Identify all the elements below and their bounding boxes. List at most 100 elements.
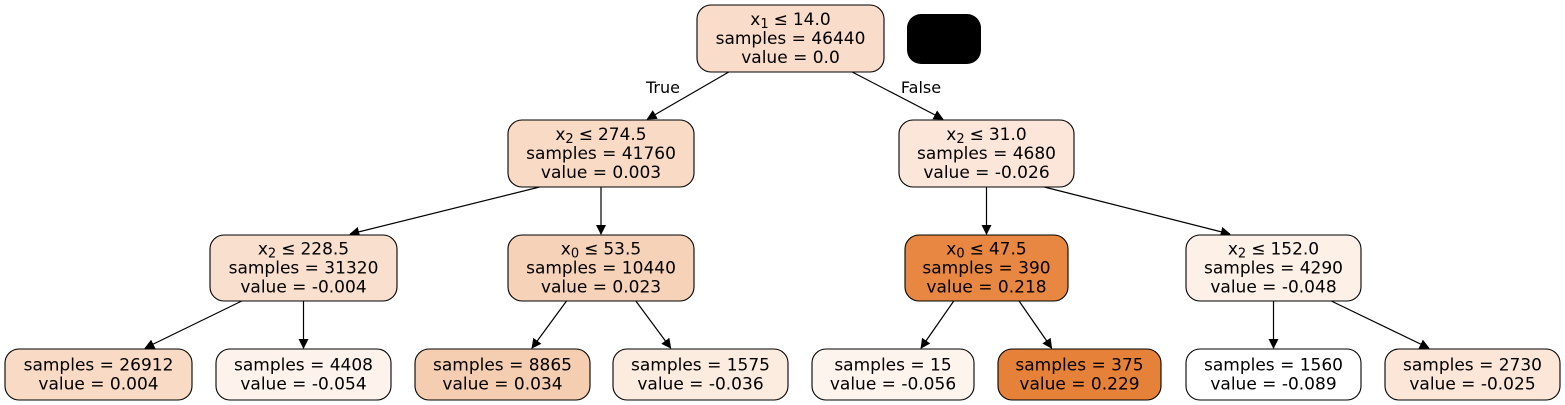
node-samples: samples = 1575 (631, 356, 770, 376)
split-variable-subscript: 2 (565, 132, 573, 147)
node-box (898, 119, 1075, 188)
edge-arrow (1018, 300, 1053, 349)
split-variable: x (750, 10, 760, 30)
split-threshold: 31.0 (989, 125, 1027, 145)
node-samples: samples = 26912 (24, 356, 174, 376)
split-condition: x0 ≤47.5 (946, 240, 1026, 262)
node-value: value = 0.023 (541, 278, 661, 298)
node-value: value = 0.229 (1019, 375, 1139, 395)
node-box (414, 348, 591, 401)
node-value: value = -0.036 (637, 375, 763, 395)
node-value: value = 0.003 (541, 163, 661, 183)
node-box (507, 234, 695, 302)
edge-n5-n11 (920, 300, 955, 349)
node-box (811, 348, 975, 401)
node-value: value = -0.048 (1210, 278, 1336, 298)
split-operator: ≤ (970, 125, 984, 145)
edge-label: True (645, 78, 680, 97)
node-value: value = -0.025 (1409, 375, 1535, 395)
split-variable-subscript: 1 (760, 17, 768, 32)
node-samples: samples = 4290 (1204, 259, 1343, 279)
node-samples: samples = 41760 (526, 144, 676, 164)
node-samples: samples = 1560 (1204, 356, 1343, 376)
edge-n5-n12 (1018, 300, 1053, 349)
edge-n3-n7 (144, 300, 243, 349)
edge-n0-n1: True (645, 71, 730, 120)
edge-n4-n9 (531, 300, 568, 349)
split-operator: ≤ (774, 10, 788, 30)
split-variable: x (555, 125, 565, 145)
node-box (997, 348, 1162, 401)
edge-n4-n10 (635, 300, 672, 349)
split-threshold: 152.0 (1270, 240, 1319, 260)
split-operator: ≤ (1251, 240, 1265, 260)
edge-arrow (1330, 300, 1430, 349)
split-condition: x2 ≤274.5 (555, 125, 646, 147)
node-value: value = -0.056 (830, 375, 956, 395)
edge-arrow (531, 300, 568, 349)
split-variable-subscript: 2 (268, 247, 276, 262)
split-condition: x1 ≤14.0 (750, 10, 830, 32)
edge-label: False (901, 78, 941, 97)
split-threshold: 53.5 (603, 240, 641, 260)
node-box (612, 348, 789, 401)
node-value: value = -0.089 (1210, 375, 1336, 395)
split-threshold: 228.5 (300, 240, 349, 260)
edge-n1-n3 (349, 186, 540, 237)
edge-arrow (851, 71, 944, 120)
node-samples: samples = 10440 (526, 259, 676, 279)
node-samples: samples = 4408 (234, 356, 373, 376)
node-samples: samples = 8865 (433, 356, 572, 376)
split-variable: x (946, 125, 956, 145)
split-variable-subscript: 0 (571, 247, 579, 262)
split-variable: x (946, 240, 956, 260)
node-box (904, 234, 1069, 302)
split-variable-subscript: 0 (956, 247, 964, 262)
edge-n6-n14 (1330, 300, 1430, 349)
split-operator: ≤ (579, 125, 593, 145)
split-variable-subscript: 2 (956, 132, 964, 147)
split-operator: ≤ (584, 240, 598, 260)
split-variable: x (561, 240, 571, 260)
node-box (1185, 234, 1362, 302)
split-variable-subscript: 2 (1238, 247, 1246, 262)
split-threshold: 14.0 (793, 10, 831, 30)
node-samples: samples = 15 (834, 356, 951, 376)
split-threshold: 274.5 (598, 125, 647, 145)
node-box (209, 234, 398, 302)
edge-arrow (349, 186, 540, 237)
node-value: value = 0.218 (926, 278, 1046, 298)
node-box (696, 4, 885, 73)
edge-arrow (920, 300, 955, 349)
node-samples: samples = 4680 (917, 144, 1056, 164)
edge-arrow (1044, 186, 1231, 237)
split-condition: x0 ≤53.5 (561, 240, 641, 262)
node-samples: samples = 390 (922, 259, 1050, 279)
split-variable: x (1228, 240, 1238, 260)
split-operator: ≤ (281, 240, 295, 260)
split-variable: x (258, 240, 268, 260)
node-box (215, 348, 392, 401)
node-value: value = 0.0 (741, 48, 840, 68)
node-samples: samples = 31320 (229, 259, 379, 279)
node-value: value = -0.004 (240, 278, 366, 298)
edge-arrow (635, 300, 672, 349)
split-threshold: 47.5 (989, 240, 1027, 260)
node-samples: samples = 2730 (1403, 356, 1542, 376)
split-operator: ≤ (970, 240, 984, 260)
node-box (1384, 348, 1561, 401)
